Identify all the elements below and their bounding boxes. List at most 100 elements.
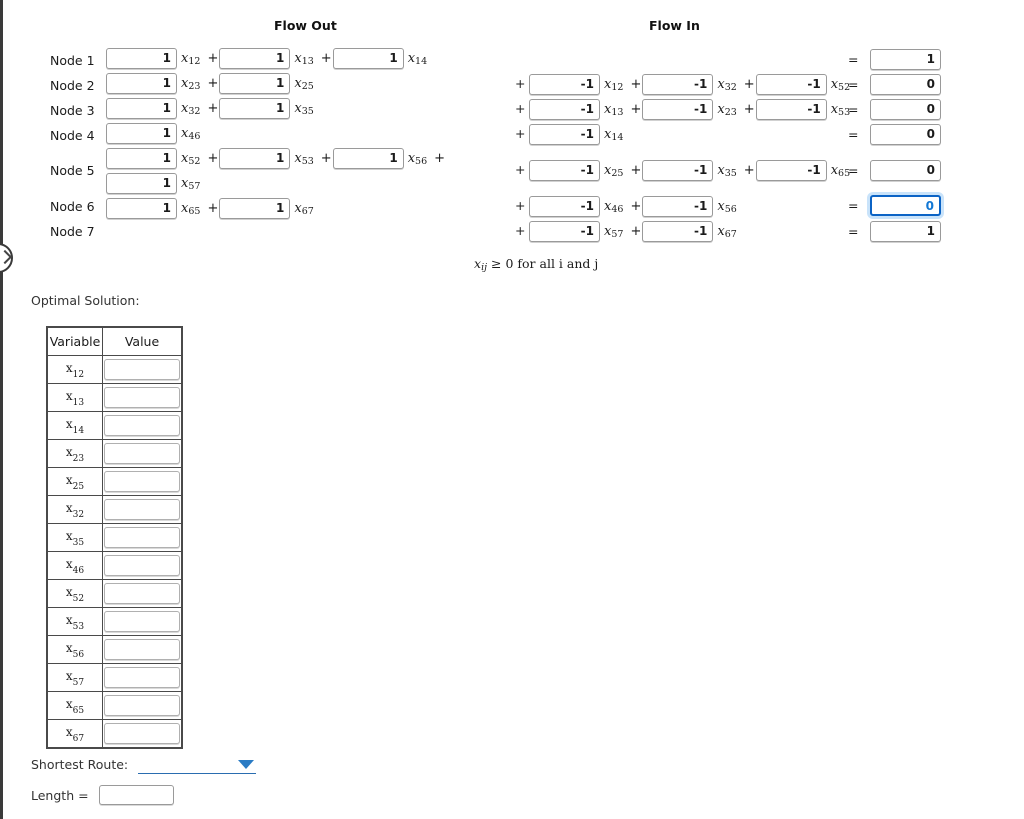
flow-in-coefficient-x35[interactable]: -1	[642, 160, 714, 181]
flow-out-coefficient-x14[interactable]: 1	[332, 48, 404, 69]
variable-label-x52: x52	[830, 77, 851, 93]
variable-label-x46: x46	[181, 126, 201, 142]
flow-in-coefficient-x53[interactable]: -1	[755, 99, 827, 120]
flow-in-coefficient-x12[interactable]: -1	[529, 74, 600, 95]
equals-sign: =	[848, 77, 859, 92]
flow-in-coefficient-x14[interactable]: -1	[529, 124, 600, 145]
solution-value-input-x57[interactable]	[104, 667, 180, 688]
table-row: x65	[46, 691, 183, 720]
rhs-node-6: =0	[848, 195, 941, 216]
flow-out-coefficient-x12[interactable]: 1	[106, 48, 177, 69]
plus-sign: +	[207, 201, 219, 216]
rhs-input-node-1[interactable]: 1	[870, 49, 941, 70]
flow-out-coefficient-x46[interactable]: 1	[106, 123, 177, 144]
rhs-input-node-6[interactable]: 0	[870, 195, 941, 216]
chevron-down-icon	[238, 760, 255, 769]
flow-in-coefficient-x32[interactable]: -1	[642, 74, 714, 95]
table-row: x23	[46, 439, 183, 468]
solution-value-input-x56[interactable]	[104, 639, 180, 660]
table-row: x52	[46, 579, 183, 608]
rhs-input-node-2[interactable]: 0	[870, 74, 941, 95]
flow-in-header: Flow In	[649, 18, 700, 33]
flow-in-coefficient-x25[interactable]: -1	[529, 160, 600, 181]
flow-in-coefficient-x65[interactable]: -1	[755, 160, 827, 181]
solution-value-input-x14[interactable]	[104, 415, 180, 436]
plus-sign: +	[630, 224, 642, 239]
solution-value-cell-x65	[102, 691, 183, 720]
variable-label-x32: x32	[181, 101, 201, 117]
flow-out-coefficient-x35[interactable]: 1	[219, 98, 291, 119]
rhs-input-node-7[interactable]: 1	[870, 221, 941, 242]
plus-sign: +	[630, 163, 642, 178]
variable-label-x67: x67	[294, 201, 314, 217]
table-row: x25	[46, 467, 183, 496]
nonneg-var: x	[474, 256, 482, 271]
solution-value-input-x52[interactable]	[104, 583, 180, 604]
flow-out-coefficient-x32[interactable]: 1	[106, 98, 177, 119]
rhs-input-node-4[interactable]: 0	[870, 124, 941, 145]
flow-in-coefficient-x67[interactable]: -1	[642, 221, 714, 242]
flow-out-coefficient-x56[interactable]: 1	[332, 148, 404, 169]
variable-label-x14: x14	[407, 51, 428, 67]
flow-out-coefficient-x13[interactable]: 1	[219, 48, 291, 69]
equals-sign: =	[848, 102, 859, 117]
flow-in-coefficient-x46[interactable]: -1	[529, 196, 600, 217]
rhs-input-node-3[interactable]: 0	[870, 99, 941, 120]
flow-out-coefficient-x23[interactable]: 1	[106, 73, 177, 94]
solution-value-input-x53[interactable]	[104, 611, 180, 632]
solution-variable-x46: x46	[46, 551, 103, 580]
flow-in-coefficient-x13[interactable]: -1	[529, 99, 600, 120]
shortest-route-dropdown[interactable]	[138, 755, 257, 774]
variable-label-x12: x12	[604, 77, 624, 93]
table-row: x67	[46, 719, 183, 749]
solution-variable-x56: x56	[46, 635, 103, 664]
solution-value-input-x65[interactable]	[104, 695, 180, 716]
solution-value-input-x12[interactable]	[104, 359, 180, 380]
expand-panel-button[interactable]	[0, 243, 13, 273]
flow-in-coefficient-x56[interactable]: -1	[642, 196, 714, 217]
node-label-3: Node 3	[50, 103, 95, 118]
solution-value-input-x25[interactable]	[104, 471, 180, 492]
flow-in-coefficient-x23[interactable]: -1	[642, 99, 714, 120]
solution-value-input-x46[interactable]	[104, 555, 180, 576]
node-label-6: Node 6	[50, 199, 95, 214]
flow-in-coefficient-x52[interactable]: -1	[755, 74, 827, 95]
equals-sign: =	[848, 198, 859, 213]
solution-value-input-x13[interactable]	[104, 387, 180, 408]
optimal-solution-label: Optimal Solution:	[31, 293, 140, 308]
solution-variable-x57: x57	[46, 663, 103, 692]
solution-value-input-x67[interactable]	[104, 723, 180, 744]
flow-out-coefficient-x52[interactable]: 1	[106, 148, 177, 169]
rhs-input-node-5[interactable]: 0	[870, 160, 941, 181]
flow-out-coefficient-x25[interactable]: 1	[219, 73, 291, 94]
solution-value-input-x32[interactable]	[104, 499, 180, 520]
equals-sign: =	[848, 224, 859, 239]
solution-value-cell-x32	[102, 495, 183, 524]
equals-sign: =	[848, 127, 859, 142]
left-panel-divider	[0, 0, 3, 819]
shortest-route-row: Shortest Route:	[31, 755, 257, 774]
rhs-node-3: =0	[848, 99, 941, 120]
flow-in-coefficient-x57[interactable]: -1	[529, 221, 600, 242]
table-header-row: Variable Value	[46, 326, 183, 356]
flow-out-coefficient-x53[interactable]: 1	[219, 148, 291, 169]
variable-label-x52: x52	[181, 151, 201, 167]
flow-out-coefficient-x67[interactable]: 1	[219, 198, 291, 219]
length-input[interactable]	[98, 785, 174, 805]
node-label-2: Node 2	[50, 78, 95, 93]
flow-out-coefficient-x57[interactable]: 1	[106, 173, 177, 194]
solution-value-input-x23[interactable]	[104, 443, 180, 464]
solution-variable-x14: x14	[46, 411, 103, 440]
flow-out-coefficient-x65[interactable]: 1	[106, 198, 177, 219]
solution-value-input-x35[interactable]	[104, 527, 180, 548]
